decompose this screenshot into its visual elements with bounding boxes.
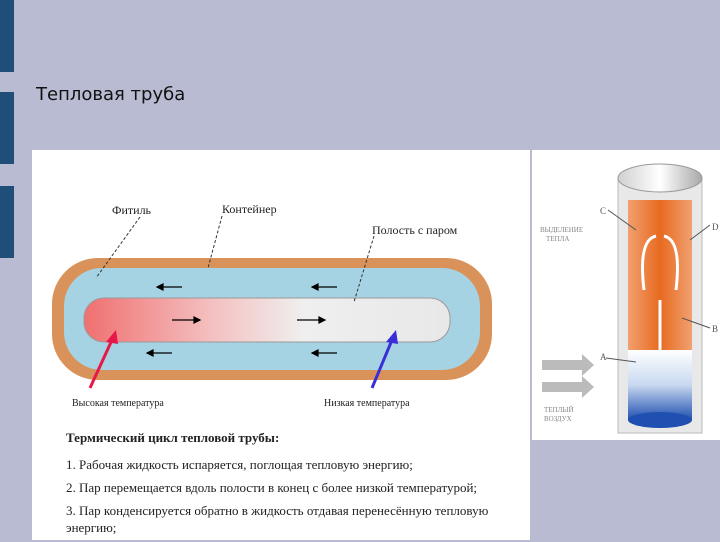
accent-segment <box>0 0 14 72</box>
panel-filler <box>532 440 720 540</box>
container-label: Контейнер <box>222 202 277 216</box>
vapor-cavity-label: Полость с паром <box>372 223 458 237</box>
heat-release-line: ТЕПЛА <box>546 235 569 243</box>
cold-zone <box>628 350 692 420</box>
low-temperature-label: Низкая температура <box>324 398 410 409</box>
label-leader-lines <box>95 215 375 303</box>
cycle-step: 2. Пар перемещается вдоль полости в коне… <box>66 480 478 495</box>
heat-release-label: ВЫДЕЛЕНИЕ ТЕПЛА <box>540 226 585 243</box>
vapor-cavity <box>83 297 451 343</box>
convection-arrows <box>641 234 679 350</box>
heat-pipe-cylinder-illustration: C D B A ВЫДЕЛЕНИЕ ТЕПЛА ТЕПЛЫЙ ВОЗДУХ <box>540 163 719 434</box>
marker-a: A <box>600 352 607 362</box>
left-accent-bar <box>0 0 16 540</box>
side-arrows <box>542 354 594 398</box>
marker-d: D <box>712 222 719 232</box>
cold-arrow <box>370 339 394 389</box>
flow-arrows <box>145 283 337 357</box>
heat-release-line: ВЫДЕЛЕНИЕ <box>540 226 583 234</box>
cycle-step: 3. Пар конденсируется обратно в жидкость… <box>66 503 489 535</box>
high-temperature-label: Высокая температура <box>72 398 164 409</box>
accent-segment <box>0 186 14 258</box>
wick-label: Фитиль <box>112 203 152 217</box>
marker-c: C <box>600 206 606 216</box>
marker-b: B <box>712 324 718 334</box>
marker-lines <box>605 209 711 363</box>
accent-segment <box>0 92 14 164</box>
warm-air-line: ТЕПЛЫЙ <box>544 406 574 414</box>
warm-air-label: ТЕПЛЫЙ ВОЗДУХ <box>544 406 575 423</box>
cold-arrowhead <box>386 330 398 344</box>
hot-arrow <box>88 339 114 389</box>
top-cap <box>617 163 703 193</box>
cycle-title: Термический цикл тепловой трубы: <box>66 430 280 445</box>
heat-pipe-diagram: Фитиль Контейнер Полость с паром Высокая… <box>52 202 492 409</box>
warm-air-line: ВОЗДУХ <box>544 415 572 423</box>
slide-title: Тепловая труба <box>36 84 186 105</box>
cycle-step: 1. Рабочая жидкость испаряется, поглощая… <box>66 457 413 472</box>
hot-arrowhead <box>106 330 118 344</box>
bottom-cap <box>628 412 692 428</box>
thermal-cycle-text: Термический цикл тепловой трубы: 1. Рабо… <box>66 430 526 542</box>
